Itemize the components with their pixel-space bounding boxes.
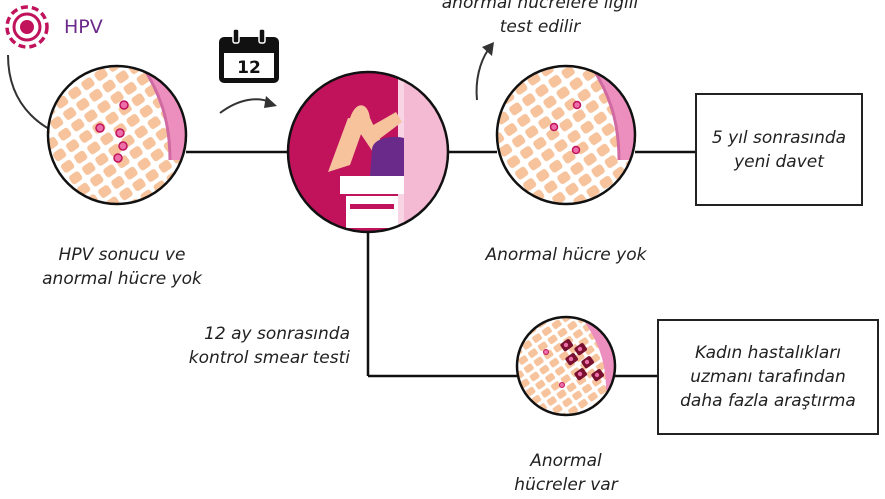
step1-label: HPV sonucu ve anormal hücre yok <box>22 243 222 291</box>
hpv-virus-icon <box>7 7 47 47</box>
top-caption: anormal hücrelere ilgili test edilir <box>440 0 640 39</box>
abnormal-label: Anormal hücreler var <box>486 449 646 497</box>
normal-cells-image <box>490 55 660 220</box>
further-investigation-line-1: Kadın hastalıkları <box>695 341 841 365</box>
further-investigation-box: Kadın hastalıkları uzmanı tarafından dah… <box>657 319 879 435</box>
next-invitation-line-2: yeni davet <box>734 150 824 174</box>
further-investigation-line-3: daha fazla araştırma <box>680 389 856 413</box>
hpv-label: HPV <box>64 15 103 39</box>
next-invitation-line-1: 5 yıl sonrasında <box>712 126 846 150</box>
top-caption-line-2: test edilir <box>440 15 640 39</box>
followup-label-line-1: 12 ay sonrasında <box>150 322 350 346</box>
abnormal-label-line-1: Anormal <box>486 449 646 473</box>
step1-label-line-2: anormal hücre yok <box>22 267 222 291</box>
step3-label: Anormal hücre yok <box>461 243 671 267</box>
abnormal-label-line-2: hücreler var <box>486 473 646 497</box>
test-arrow <box>477 50 488 100</box>
followup-label: 12 ay sonrasında kontrol smear testi <box>150 322 350 370</box>
normal-cells-hpv-image <box>40 55 210 220</box>
calendar-arrow <box>220 99 270 113</box>
top-caption-line-1: anormal hücrelere ilgili <box>440 0 640 15</box>
calendar-number: 12 <box>237 58 261 78</box>
followup-label-line-2: kontrol smear testi <box>150 346 350 370</box>
next-invitation-box: 5 yıl sonrasında yeni davet <box>695 93 863 206</box>
abnormal-cells-image <box>510 310 625 425</box>
step1-label-line-1: HPV sonucu ve <box>22 243 222 267</box>
further-investigation-line-2: uzmanı tarafından <box>690 365 846 389</box>
exam-scene-image <box>288 72 448 232</box>
